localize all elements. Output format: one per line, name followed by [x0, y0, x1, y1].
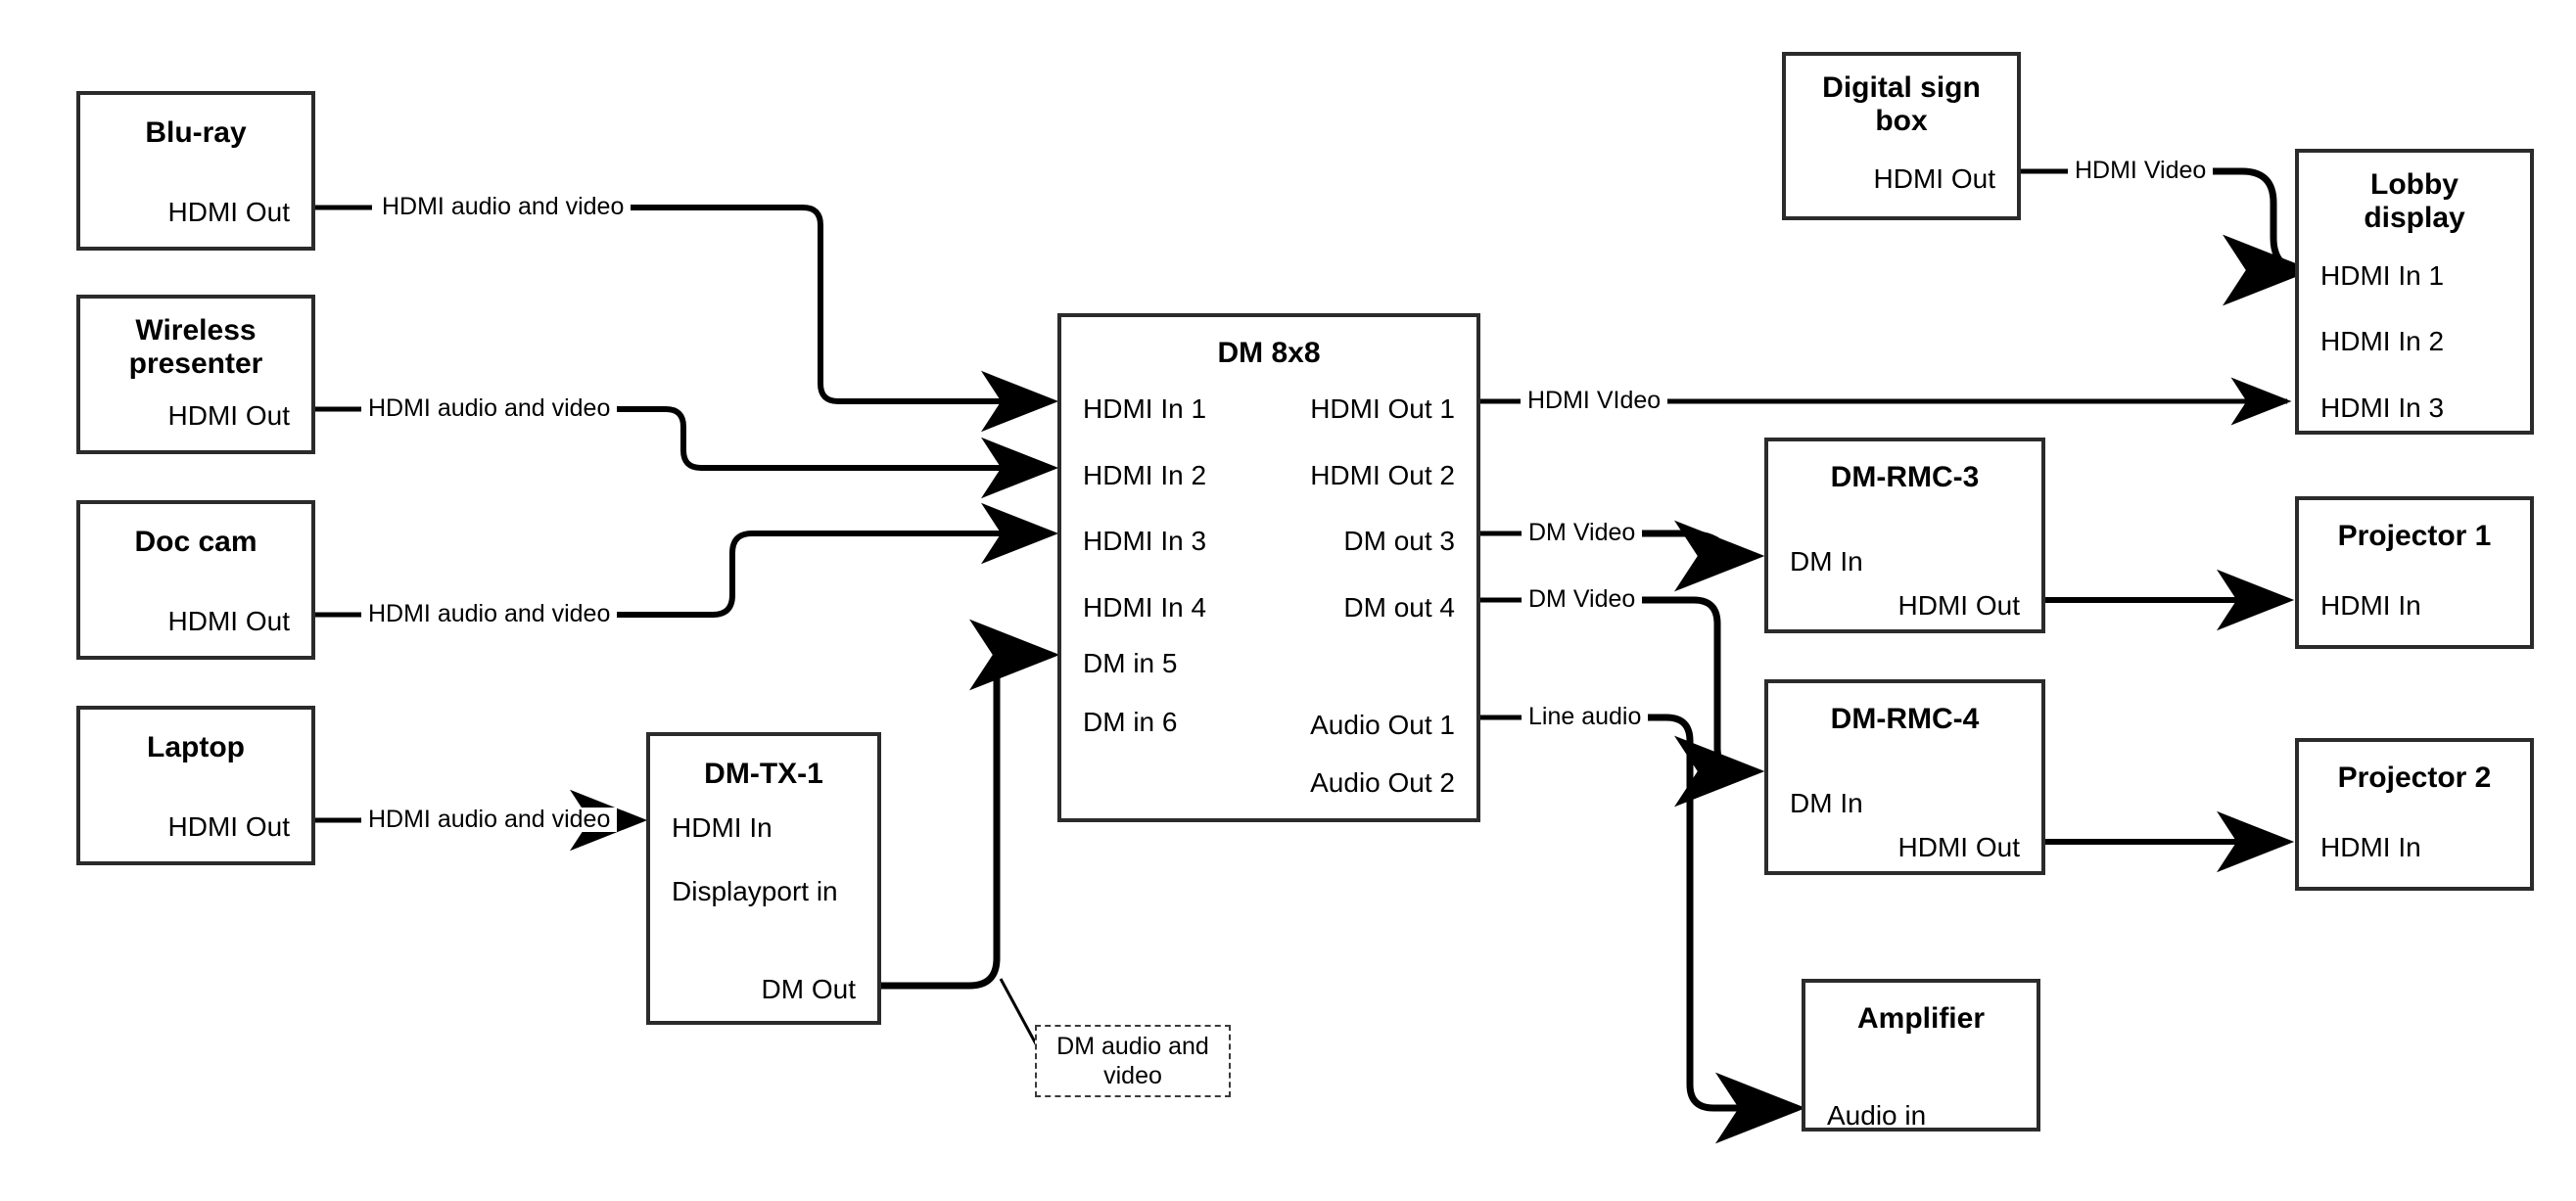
edge-label-dm-out-3-to-rmc-3: DM Video: [1522, 521, 1643, 545]
node-lobby-display-title-line1: Lobby: [2370, 168, 2459, 201]
node-projector-1-port-hdmi-in: HDMI In: [2320, 590, 2421, 621]
edge-label-audio-out-1-to-amplifier: Line audio: [1522, 705, 1649, 729]
node-dm-8x8-output-hdmi-out-1: HDMI Out 1: [1310, 393, 1455, 424]
node-lobby-display-title-line2: display: [2364, 202, 2465, 234]
node-dm-rmc-4-port-dm-in: DM In: [1790, 788, 1863, 818]
node-dm-8x8[interactable]: DM 8x8 HDMI In 1 HDMI In 2 HDMI In 3 HDM…: [1057, 313, 1480, 822]
node-digital-sign-box-title-line1: Digital sign: [1822, 71, 1981, 104]
node-dm-8x8-input-dm-in-6: DM in 6: [1083, 707, 1178, 737]
node-dm-8x8-input-hdmi-in-3: HDMI In 3: [1083, 526, 1207, 556]
node-projector-2-port-hdmi-in: HDMI In: [2320, 832, 2421, 862]
node-projector-1[interactable]: Projector 1 HDMI In: [2295, 496, 2534, 649]
node-dm-8x8-input-dm-in-5: DM in 5: [1083, 648, 1178, 678]
node-bluray-port-hdmi-out: HDMI Out: [167, 197, 290, 227]
node-dm-rmc-3-title: DM-RMC-3: [1830, 461, 1980, 493]
node-wireless-presenter[interactable]: Wireless presenter HDMI Out: [76, 295, 315, 454]
node-dm-tx-1[interactable]: DM-TX-1 HDMI In Displayport in DM Out: [646, 732, 881, 1025]
node-digital-sign-box[interactable]: Digital sign box HDMI Out: [1782, 52, 2021, 220]
node-dm-8x8-output-audio-out-2: Audio Out 2: [1310, 767, 1455, 798]
edge-label-bluray-to-hdmi-in-1: HDMI audio and video: [375, 195, 632, 219]
node-wireless-presenter-port-hdmi-out: HDMI Out: [167, 400, 290, 431]
node-dm-8x8-input-hdmi-in-4: HDMI In 4: [1083, 592, 1207, 623]
node-dm-8x8-output-dm-out-3: DM out 3: [1343, 526, 1455, 556]
edge-label-wireless-to-hdmi-in-2: HDMI audio and video: [361, 396, 618, 421]
node-dm-8x8-output-audio-out-1: Audio Out 1: [1310, 710, 1455, 740]
node-digital-sign-box-title-line2: box: [1875, 105, 1928, 137]
node-bluray-title: Blu-ray: [145, 116, 247, 149]
node-dm-tx-1-port-hdmi-in: HDMI In: [672, 812, 773, 843]
node-dm-8x8-title: DM 8x8: [1217, 337, 1321, 369]
edge-label-laptop-to-dm-tx-1: HDMI audio and video: [361, 808, 618, 832]
node-dm-tx-1-title: DM-TX-1: [704, 758, 823, 790]
node-dm-rmc-4[interactable]: DM-RMC-4 DM In HDMI Out: [1764, 679, 2045, 875]
node-dm-rmc-3[interactable]: DM-RMC-3 DM In HDMI Out: [1764, 438, 2045, 633]
edge-label-hdmi-out-1-to-lobby: HDMI VIdeo: [1521, 389, 1668, 413]
callout-line1: DM audio and: [1056, 1032, 1209, 1060]
node-dm-8x8-output-hdmi-out-2: HDMI Out 2: [1310, 460, 1455, 490]
node-dm-8x8-input-hdmi-in-2: HDMI In 2: [1083, 460, 1207, 490]
node-projector-2-title: Projector 2: [2337, 762, 2492, 794]
node-wireless-presenter-title-line1: Wireless: [135, 314, 257, 346]
edge-label-dm-out-4-to-rmc-4: DM Video: [1522, 587, 1643, 612]
node-projector-1-title: Projector 1: [2337, 520, 2492, 552]
node-dm-8x8-output-dm-out-4: DM out 4: [1343, 592, 1455, 623]
node-laptop-port-hdmi-out: HDMI Out: [167, 811, 290, 842]
node-dm-tx-1-port-dm-out: DM Out: [761, 974, 856, 1004]
node-lobby-display[interactable]: Lobby display HDMI In 1 HDMI In 2 HDMI I…: [2295, 149, 2534, 435]
node-digital-sign-box-port-hdmi-out: HDMI Out: [1873, 163, 1995, 194]
edge-label-digital-sign-to-lobby: HDMI Video: [2068, 159, 2214, 183]
node-dm-rmc-3-port-hdmi-out: HDMI Out: [1897, 590, 2020, 621]
node-doc-cam-port-hdmi-out: HDMI Out: [167, 606, 290, 636]
node-bluray[interactable]: Blu-ray HDMI Out: [76, 91, 315, 251]
node-projector-2[interactable]: Projector 2 HDMI In: [2295, 738, 2534, 891]
node-lobby-display-input-hdmi-in-2: HDMI In 2: [2320, 326, 2445, 356]
node-lobby-display-input-hdmi-in-1: HDMI In 1: [2320, 260, 2445, 291]
node-doc-cam[interactable]: Doc cam HDMI Out: [76, 500, 315, 660]
callout-dm-audio-and-video: DM audio and video: [1035, 1025, 1231, 1097]
node-dm-rmc-4-title: DM-RMC-4: [1830, 703, 1980, 735]
node-lobby-display-input-hdmi-in-3: HDMI In 3: [2320, 393, 2445, 423]
node-dm-8x8-input-hdmi-in-1: HDMI In 1: [1083, 393, 1207, 424]
node-amplifier[interactable]: Amplifier Audio in: [1802, 979, 2040, 1132]
node-dm-rmc-4-port-hdmi-out: HDMI Out: [1897, 832, 2020, 862]
node-amplifier-port-audio-in: Audio in: [1827, 1100, 1927, 1131]
callout-line2: video: [1103, 1062, 1162, 1089]
node-laptop-title: Laptop: [147, 731, 245, 763]
node-doc-cam-title: Doc cam: [134, 526, 258, 558]
node-dm-rmc-3-port-dm-in: DM In: [1790, 546, 1863, 577]
node-amplifier-title: Amplifier: [1856, 1002, 1986, 1035]
node-laptop[interactable]: Laptop HDMI Out: [76, 706, 315, 865]
node-wireless-presenter-title-line2: presenter: [128, 347, 263, 380]
edge-label-doccam-to-hdmi-in-3: HDMI audio and video: [361, 602, 618, 626]
node-dm-tx-1-port-displayport-in: Displayport in: [672, 876, 838, 906]
